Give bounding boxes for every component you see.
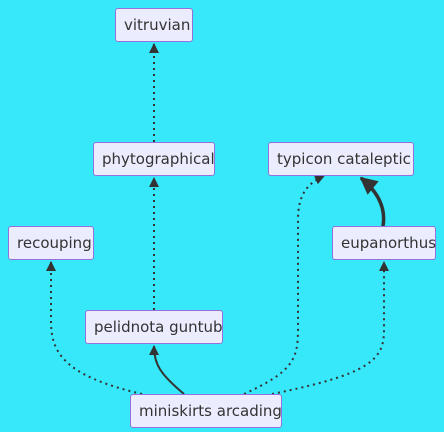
node-pelidnota-guntub[interactable]: pelidnota guntub (85, 310, 223, 344)
node-recouping[interactable]: recouping (8, 226, 94, 260)
node-phytographical[interactable]: phytographical (93, 142, 215, 176)
edge-eupanorthus-to-typicon-cataleptic (359, 176, 386, 227)
node-eupanorthus[interactable]: eupanorthus (332, 226, 436, 260)
node-miniskirts-arcading[interactable]: miniskirts arcading (130, 394, 282, 428)
node-typicon-cataleptic[interactable]: typicon cataleptic (268, 142, 414, 176)
node-vitruvian[interactable]: vitruvian (115, 8, 193, 42)
edge-miniskirts-arcading-to-pelidnota-guntub (149, 345, 185, 395)
edge-miniskirts-arcading-to-eupanorthus (271, 261, 389, 395)
edge-miniskirts-arcading-to-typicon-cataleptic (243, 175, 325, 395)
